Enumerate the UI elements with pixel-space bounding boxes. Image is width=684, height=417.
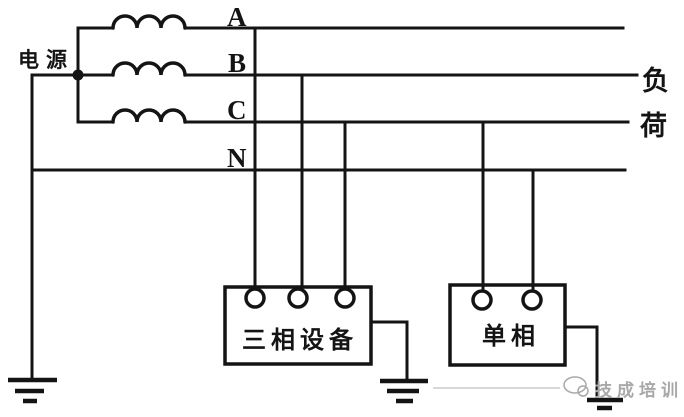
terminal-icon — [471, 289, 493, 311]
single-phase-equipment: 单相 — [448, 120, 623, 411]
single-phase-box — [448, 283, 567, 367]
three-phase-ground-wire — [369, 320, 409, 380]
load-label-char2: 荷 — [640, 111, 667, 141]
phase-c-label: C — [227, 95, 247, 125]
power-source-section: 电源 — [8, 26, 84, 404]
inductor-coil-a-icon — [111, 14, 187, 30]
load-label-char1: 负 — [642, 66, 669, 96]
single-phase-ground-icon — [587, 397, 623, 411]
single-phase-ground-wire — [563, 325, 599, 398]
neutral-label: N — [227, 143, 247, 173]
power-source-label: 电源 — [18, 49, 74, 72]
three-phase-box-label: 三相设备 — [242, 326, 358, 354]
inductor-coil-b-icon — [111, 61, 187, 77]
neutral: N — [30, 143, 627, 173]
source-neutral-branch — [30, 73, 80, 379]
load-label: 负 荷 — [640, 66, 669, 141]
phase-c: C — [76, 95, 630, 125]
phase-b-label: B — [228, 48, 246, 78]
terminal-icon — [287, 287, 309, 309]
phase-a-label: A — [227, 2, 247, 32]
watermark: 技成培训 — [433, 376, 683, 400]
watermark-logo-icon — [563, 376, 589, 397]
three-phase-equipment: 三相设备 — [223, 26, 428, 404]
source-ground-icon — [8, 377, 57, 404]
three-phase-ground-icon — [380, 378, 428, 404]
three-phase-box — [223, 285, 373, 366]
watermark-text: 技成培训 — [595, 380, 683, 400]
terminal-icon — [244, 287, 266, 309]
terminal-icon — [521, 289, 543, 311]
single-phase-box-label: 单相 — [482, 323, 540, 350]
phase-a: A — [76, 2, 625, 32]
terminal-icon — [334, 287, 356, 309]
inductor-coil-c-icon — [111, 108, 187, 124]
phase-b: B — [76, 48, 639, 78]
